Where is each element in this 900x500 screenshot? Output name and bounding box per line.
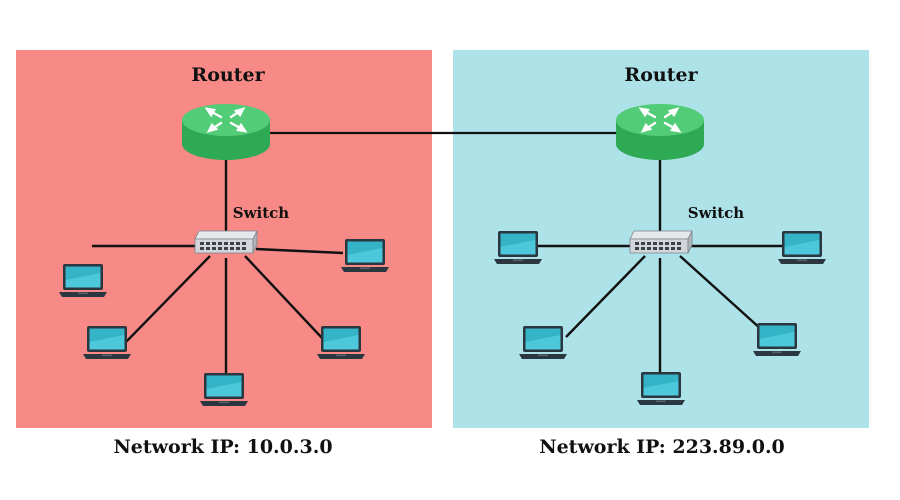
laptop-icon-right-3	[519, 326, 567, 359]
switch-label-left: Switch	[232, 204, 290, 222]
laptop-icon-left-2	[59, 264, 107, 297]
left-links	[92, 156, 344, 379]
switch-icon-right	[629, 230, 693, 254]
laptop-icon-left-1	[341, 239, 389, 272]
network-ip-left: Network IP: 10.0.3.0	[113, 436, 333, 458]
laptop-icon-left-3	[83, 326, 131, 359]
laptop-icon-right-2	[778, 231, 826, 264]
left-link-laptop-2	[255, 247, 344, 255]
left-link-laptop-3	[123, 255, 211, 345]
right-link-laptop-5	[679, 255, 763, 331]
network-ip-right: Network IP: 223.89.0.0	[539, 436, 785, 458]
router-icon-left	[180, 102, 272, 162]
switch-label-right: Switch	[687, 204, 745, 222]
laptop-icon-right-4	[753, 323, 801, 356]
router-label-right: Router	[624, 64, 698, 86]
laptop-icon-left-4	[317, 326, 365, 359]
router-icon-right	[614, 102, 706, 162]
right-link-laptop-3	[565, 255, 646, 338]
laptop-icon-right-5	[637, 372, 685, 405]
right-links	[536, 156, 783, 378]
laptop-icon-left-5	[200, 373, 248, 406]
laptop-icon-right-1	[494, 231, 542, 264]
left-link-laptop-5	[244, 255, 323, 339]
router-label-left: Router	[191, 64, 265, 86]
switch-icon-left	[194, 230, 258, 254]
